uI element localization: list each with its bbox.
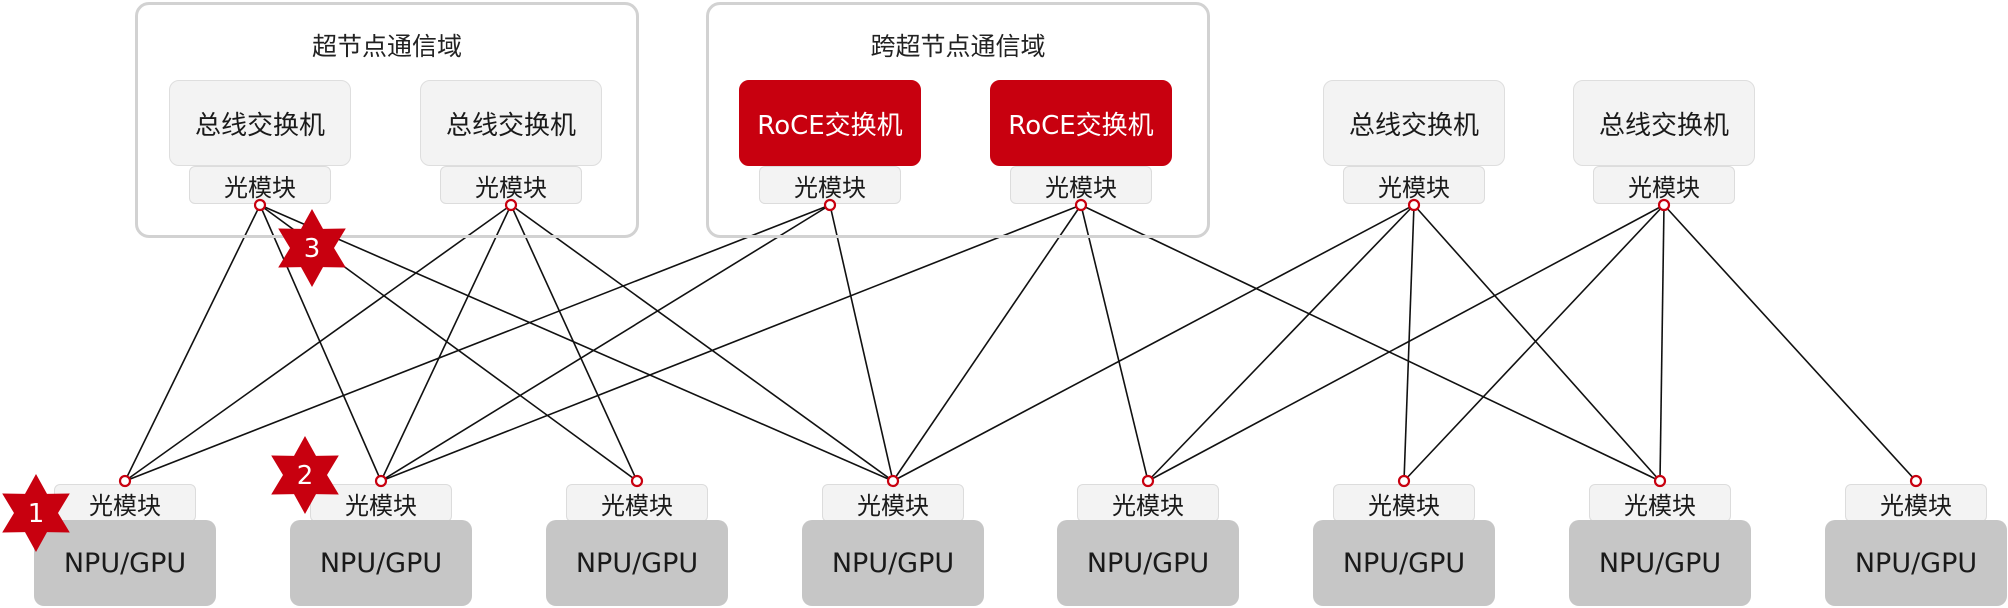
link-line — [1663, 204, 1917, 482]
switch-optical-module: 光模块 — [1010, 166, 1152, 204]
link-line — [892, 204, 1082, 482]
link-line — [510, 204, 894, 482]
port-dot — [1653, 474, 1667, 488]
supernode-domain: 超节点通信域 — [135, 2, 639, 238]
switch-optical-module: 光模块 — [189, 166, 331, 204]
npu-optical-module: 光模块 — [1077, 484, 1219, 522]
link-line — [380, 204, 831, 482]
port-dot — [253, 198, 267, 212]
domain-title: 超节点通信域 — [311, 32, 462, 61]
cross-supernode-domain: 跨超节点通信域 — [706, 2, 1210, 238]
npu-gpu-node: NPU/GPU — [290, 520, 472, 606]
link-line — [1147, 204, 1665, 482]
npu-gpu-node: NPU/GPU — [1569, 520, 1751, 606]
link-line — [1413, 204, 1661, 482]
npu-optical-module: 光模块 — [822, 484, 964, 522]
npu-optical-module: 光模块 — [1589, 484, 1731, 522]
link-line — [1147, 204, 1415, 482]
link-line — [124, 204, 831, 482]
switch-optical-module: 光模块 — [1343, 166, 1485, 204]
roce-switch: RoCE交换机 — [739, 80, 921, 166]
port-dot — [504, 198, 518, 212]
link-line — [124, 204, 261, 482]
bus-switch: 总线交换机 — [1573, 80, 1755, 166]
marker-number: 1 — [28, 499, 45, 529]
bus-switch: 总线交换机 — [420, 80, 602, 166]
port-dot — [1909, 474, 1923, 488]
switch-optical-module: 光模块 — [1593, 166, 1735, 204]
numbered-star-marker: 1 — [2, 474, 70, 552]
link-line — [892, 204, 1415, 482]
star-icon — [278, 209, 346, 287]
npu-gpu-node: NPU/GPU — [802, 520, 984, 606]
switch-optical-module: 光模块 — [759, 166, 901, 204]
port-dot — [1141, 474, 1155, 488]
link-line — [259, 204, 894, 482]
link-line — [510, 204, 638, 482]
npu-gpu-node: NPU/GPU — [546, 520, 728, 606]
npu-gpu-node: NPU/GPU — [34, 520, 216, 606]
bus-switch: 总线交换机 — [169, 80, 351, 166]
star-icon — [271, 436, 339, 514]
port-dot — [1657, 198, 1671, 212]
numbered-star-marker: 3 — [278, 209, 346, 287]
link-line — [124, 204, 512, 482]
port-dot — [118, 474, 132, 488]
marker-number: 3 — [304, 234, 321, 264]
link-line — [380, 204, 512, 482]
link-line — [829, 204, 894, 482]
npu-gpu-node: NPU/GPU — [1057, 520, 1239, 606]
link-line — [259, 204, 382, 482]
link-line — [1403, 204, 1415, 482]
link-line — [1080, 204, 1661, 482]
star-icon — [2, 474, 70, 552]
marker-number: 2 — [297, 461, 314, 491]
npu-gpu-node: NPU/GPU — [1313, 520, 1495, 606]
switch-optical-module: 光模块 — [440, 166, 582, 204]
port-dot — [374, 474, 388, 488]
npu-gpu-node: NPU/GPU — [1825, 520, 2007, 606]
port-dot — [630, 474, 644, 488]
port-dot — [1407, 198, 1421, 212]
port-dot — [823, 198, 837, 212]
roce-switch: RoCE交换机 — [990, 80, 1172, 166]
link-line — [1080, 204, 1149, 482]
link-line — [1403, 204, 1665, 482]
link-line — [1659, 204, 1665, 482]
port-dot — [1074, 198, 1088, 212]
numbered-star-marker: 2 — [271, 436, 339, 514]
link-line — [380, 204, 1082, 482]
port-dot — [1397, 474, 1411, 488]
port-dot — [886, 474, 900, 488]
domain-title: 跨超节点通信域 — [870, 32, 1046, 61]
bus-switch: 总线交换机 — [1323, 80, 1505, 166]
